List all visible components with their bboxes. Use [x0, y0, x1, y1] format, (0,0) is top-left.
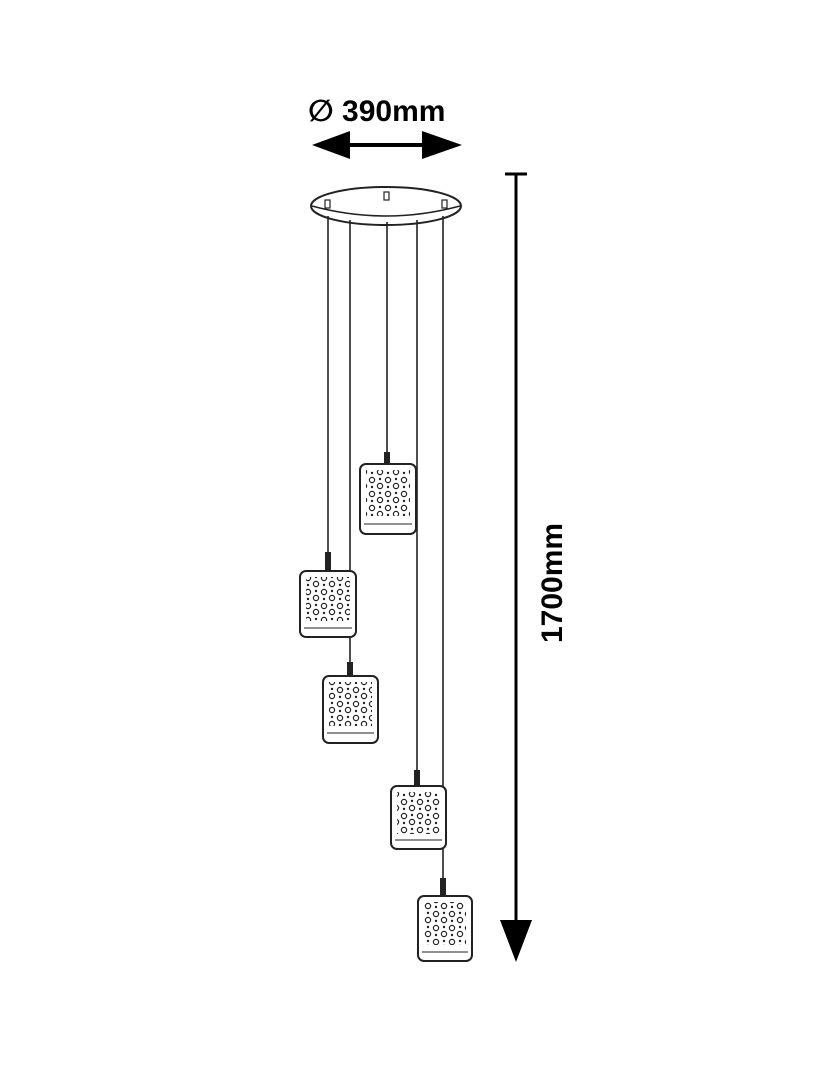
ceiling-canopy — [310, 186, 462, 226]
canopy-screw — [441, 199, 448, 209]
canopy-screw — [383, 191, 390, 201]
height-label: 1700mm — [536, 523, 569, 643]
pendant-shade — [390, 770, 447, 850]
diameter-dimension: ∅ 390mm — [308, 95, 462, 159]
canopy-screw — [324, 199, 331, 209]
diameter-label: ∅ 390mm — [308, 95, 445, 128]
height-dimension: 1700mm — [500, 172, 569, 962]
suspension-wires — [327, 216, 444, 878]
pendant-shade — [359, 452, 417, 535]
pendant-shade — [417, 878, 473, 962]
pendant-shade — [299, 552, 357, 638]
pendant-shade — [322, 662, 379, 744]
height-arrow-head — [500, 920, 532, 962]
diameter-arrow — [312, 131, 462, 159]
